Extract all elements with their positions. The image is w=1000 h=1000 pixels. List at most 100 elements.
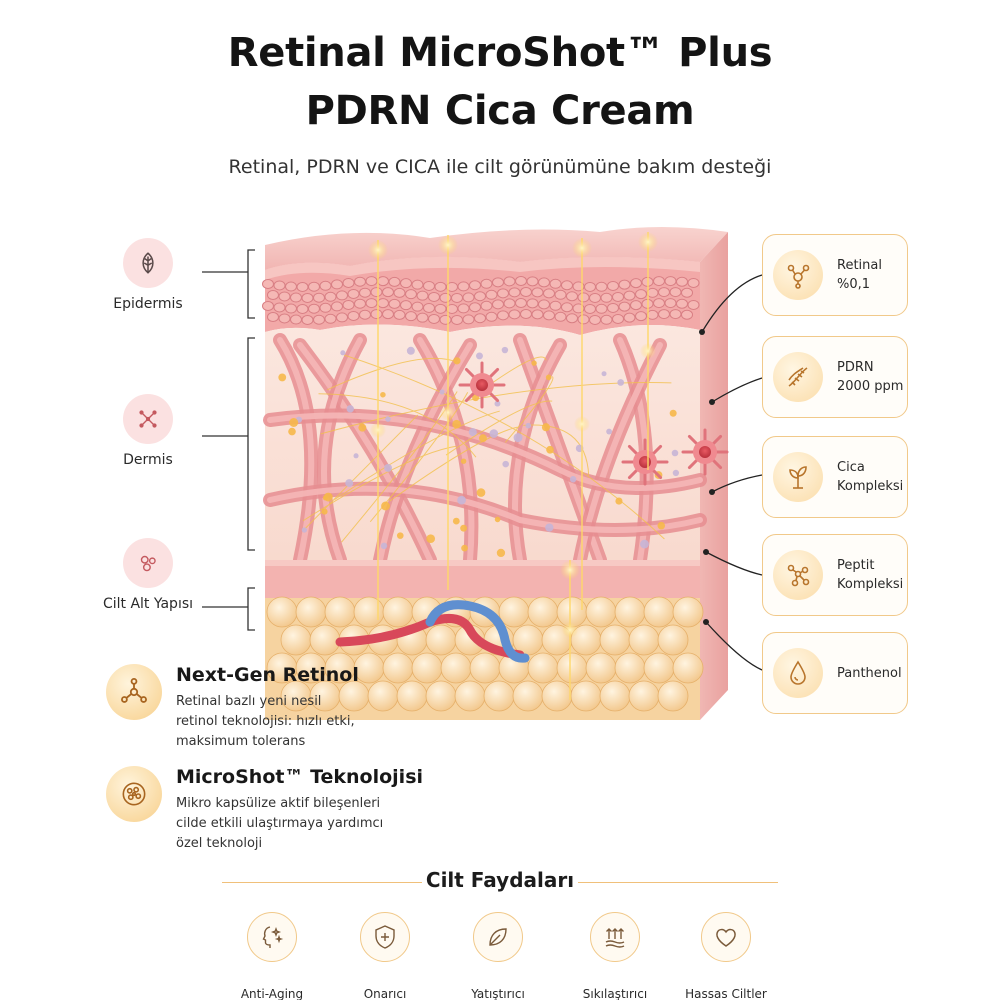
epidermis-cell xyxy=(497,310,509,321)
epidermis-cell xyxy=(382,287,394,298)
particle-dot xyxy=(340,350,346,356)
epidermis-cell xyxy=(347,288,360,299)
fibroblast-nucleus xyxy=(476,379,488,391)
epidermis-cell xyxy=(503,276,516,287)
particle-dot xyxy=(494,400,501,407)
product-subtitle: Retinal, PDRN ve CICA ile cilt görünümün… xyxy=(228,156,772,178)
particle-dot xyxy=(496,548,506,558)
nerve-thread xyxy=(369,391,469,523)
particle-dot xyxy=(546,445,554,454)
particle-dot xyxy=(452,419,461,429)
product-title-line1: Retinal MicroShot™ Plus xyxy=(227,30,773,76)
epidermis-cell xyxy=(382,309,394,320)
particle-dot xyxy=(460,524,468,532)
epidermis-cell xyxy=(531,287,544,298)
epidermis-cell xyxy=(600,314,613,325)
epidermis-cell xyxy=(566,291,578,302)
particle-dot xyxy=(452,517,460,525)
epidermis-cell xyxy=(342,277,355,288)
epidermis-cell xyxy=(474,313,486,324)
particle-dot xyxy=(384,464,392,472)
glow-spark xyxy=(640,343,656,359)
epidermis-cell xyxy=(273,280,286,291)
fat-cell xyxy=(614,596,646,628)
glow-spark xyxy=(574,416,590,432)
fat-cell xyxy=(643,596,675,628)
ingredient-label: PDRN 2000 ppm xyxy=(837,360,904,394)
epidermis-cell xyxy=(308,303,320,314)
particle-dot xyxy=(380,542,388,550)
epidermis-cell xyxy=(681,309,693,320)
epidermis-cell xyxy=(451,314,463,325)
particle-dot xyxy=(525,422,532,429)
feature-title: MicroShot™ Teknolojisi xyxy=(176,766,424,788)
layer-subcutis: Cilt Alt Yapısı xyxy=(68,538,228,612)
benefit-repair: Onarıcı xyxy=(325,896,445,1000)
particle-dot xyxy=(476,488,486,497)
epidermis-cell xyxy=(554,289,567,300)
ingredient-cica: Cica Kompleksi xyxy=(762,436,908,518)
epidermis-cell xyxy=(416,312,429,323)
glow-spark xyxy=(572,238,592,258)
molecule-icon xyxy=(773,250,823,300)
epidermis-cell xyxy=(630,300,642,311)
epidermis-cell xyxy=(538,277,550,288)
epidermis-cell xyxy=(313,314,325,325)
particle-dot xyxy=(457,495,466,505)
epidermis-cell xyxy=(526,276,539,287)
particle-dot xyxy=(439,389,445,395)
fibroblast-nucleus xyxy=(699,446,711,458)
epidermis-cell xyxy=(681,287,693,298)
epidermis-cell xyxy=(405,289,417,300)
particle-dot xyxy=(385,416,391,422)
particle-dot xyxy=(278,373,287,382)
epidermis-cell xyxy=(416,290,429,301)
particle-dot xyxy=(617,379,625,386)
epidermis-cell xyxy=(411,279,424,290)
epidermis-cell xyxy=(492,277,504,288)
epidermis-cell xyxy=(388,276,401,287)
ingredient-peptide: Peptit Kompleksi xyxy=(762,534,908,616)
epidermis-cell xyxy=(285,281,297,292)
product-title-line2: PDRN Cica Cream xyxy=(305,88,695,134)
epidermis-cell xyxy=(308,281,320,292)
epidermis-cell xyxy=(485,289,498,300)
fat-cell xyxy=(309,624,341,656)
epidermis-cell xyxy=(370,309,383,320)
divider-right xyxy=(578,882,778,883)
shield-plus-icon xyxy=(360,912,410,962)
epidermis-cell xyxy=(538,299,550,310)
feature-description: Mikro kapsülize aktif bileşenleri cilde … xyxy=(176,796,384,851)
epidermis-cell xyxy=(462,314,475,325)
epidermis-cell xyxy=(267,290,279,300)
molecule-icon xyxy=(106,664,162,720)
epidermis-cell xyxy=(301,314,314,325)
particle-dot xyxy=(501,346,509,354)
ingredient-retinal: Retinal %0,1 xyxy=(762,234,908,316)
epidermis-cell xyxy=(324,313,337,324)
fat-cell xyxy=(280,624,312,656)
epidermis-cell xyxy=(623,290,636,301)
fat-cell xyxy=(672,596,704,628)
ingredient-label: Cica Kompleksi xyxy=(837,460,904,494)
particle-dot xyxy=(545,523,554,532)
epidermis-cell xyxy=(439,292,452,303)
fat-cell xyxy=(382,596,414,628)
fat-cell xyxy=(570,680,602,712)
epidermis-cell xyxy=(342,299,355,310)
benefit-sensitive-skin: Hassas Ciltler İçin Uygun xyxy=(666,896,786,1000)
epidermis-cell xyxy=(370,287,383,298)
ingredient-label: Panthenol xyxy=(837,665,902,681)
epidermis-cell xyxy=(285,303,297,314)
nerve-thread xyxy=(389,426,518,502)
fat-cell xyxy=(512,680,544,712)
epidermis-cell xyxy=(520,287,532,298)
capsule-icon xyxy=(106,766,162,822)
epidermis-cell xyxy=(584,303,596,314)
epidermis-cell xyxy=(618,301,631,312)
epidermis-cell xyxy=(439,314,452,325)
fat-cell xyxy=(498,596,530,628)
layer-epidermis: Epidermis xyxy=(68,238,228,312)
epidermis-cell xyxy=(543,310,555,321)
particle-dot xyxy=(615,497,623,505)
